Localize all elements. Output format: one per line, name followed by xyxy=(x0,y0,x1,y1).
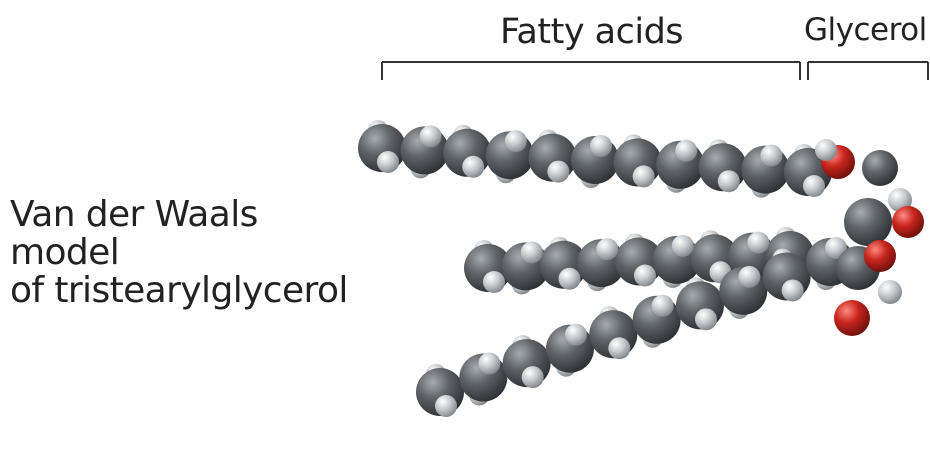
top-chain-hydrogen-atom xyxy=(675,139,698,162)
caption-line-3: of tristearylglycerol xyxy=(10,270,348,311)
oxygen-atom xyxy=(864,240,896,272)
oxygen-atom xyxy=(834,300,870,336)
top-chain-hydrogen-atom xyxy=(547,160,570,183)
top-chain-hydrogen-atom xyxy=(504,130,527,153)
middle-chain-hydrogen-atom xyxy=(483,271,505,293)
bottom-chain-hydrogen-atom xyxy=(738,265,761,288)
glycerol-carbon-atom xyxy=(862,150,898,186)
bottom-chain-hydrogen-atom xyxy=(695,308,717,331)
glycerol-hydrogen-atom xyxy=(815,139,837,161)
bottom-chain-hydrogen-atom xyxy=(478,352,501,375)
bottom-chain-hydrogen-atom xyxy=(651,294,674,317)
glycerol-bracket xyxy=(807,61,929,80)
fatty-acids-label: Fatty acids xyxy=(500,12,684,52)
top-chain-hydrogen-atom xyxy=(590,135,612,157)
bottom-chain-hydrogen-atom xyxy=(781,279,804,302)
top-chain-hydrogen-atom xyxy=(760,144,783,167)
fatty-acids-bracket xyxy=(381,61,801,80)
middle-chain-hydrogen-atom xyxy=(747,231,770,254)
caption-line-2: model xyxy=(10,232,120,273)
middle-chain-hydrogen-atom xyxy=(671,234,694,257)
middle-chain-hydrogen-atom xyxy=(558,267,581,290)
glycerol-hydrogen-atom xyxy=(878,280,902,304)
top-chain-hydrogen-atom xyxy=(419,125,442,148)
bottom-chain-hydrogen-atom xyxy=(435,395,457,417)
bottom-chain-hydrogen-atom xyxy=(608,337,631,360)
caption-line-1: Van der Waals xyxy=(10,194,258,235)
tristearylglycerol-molecule xyxy=(358,120,924,417)
middle-chain-hydrogen-atom xyxy=(596,238,619,261)
glycerol-carbon-atom xyxy=(844,198,892,246)
top-chain-hydrogen-atom xyxy=(632,165,655,188)
bottom-chain-hydrogen-atom xyxy=(565,323,587,346)
top-chain-hydrogen-atom xyxy=(462,155,485,178)
oxygen-atom xyxy=(892,206,924,238)
middle-chain-hydrogen-atom xyxy=(520,241,543,264)
glycerol-hydrogen-atom xyxy=(888,188,912,212)
model-caption: Van der Waals model of tristearylglycero… xyxy=(10,196,348,310)
top-chain-hydrogen-atom xyxy=(803,175,825,197)
middle-chain-hydrogen-atom xyxy=(634,264,656,287)
bottom-chain-hydrogen-atom xyxy=(521,366,544,389)
glycerol-label: Glycerol xyxy=(804,12,927,48)
top-chain-hydrogen-atom xyxy=(377,151,399,173)
top-chain-hydrogen-atom xyxy=(717,170,740,193)
